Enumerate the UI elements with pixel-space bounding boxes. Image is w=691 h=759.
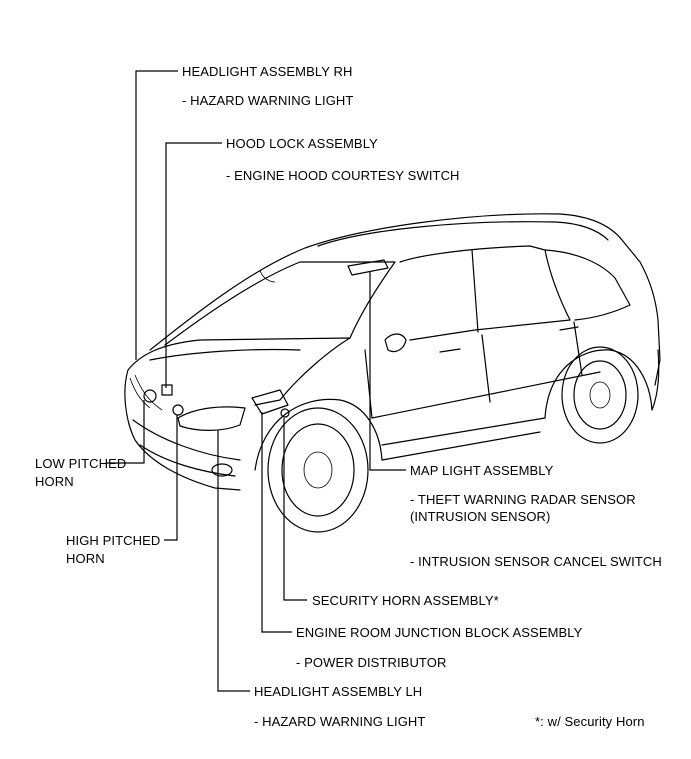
car-body bbox=[124, 213, 661, 533]
headlight-rh-label: HEADLIGHT ASSEMBLY RH bbox=[182, 64, 353, 79]
high-horn-label-1: HIGH PITCHED bbox=[66, 533, 161, 548]
security-horn-shape bbox=[280, 408, 290, 418]
low-horn-label-1: LOW PITCHED bbox=[35, 456, 127, 471]
high-horn-label-2: HORN bbox=[66, 551, 105, 566]
map-light-sub1a-label: - THEFT WARNING RADAR SENSOR bbox=[410, 492, 636, 507]
security-horn-label: SECURITY HORN ASSEMBLY* bbox=[312, 593, 499, 608]
map-light-sub1b-label: (INTRUSION SENSOR) bbox=[410, 509, 551, 524]
map-light-shape bbox=[347, 259, 389, 276]
components bbox=[143, 259, 389, 418]
high-horn-shape bbox=[172, 404, 184, 416]
low-horn-label-2: HORN bbox=[35, 474, 74, 489]
map-light-label: MAP LIGHT ASSEMBLY bbox=[410, 463, 554, 478]
headlight-lh-sub-label: - HAZARD WARNING LIGHT bbox=[254, 714, 426, 729]
leader-lines bbox=[106, 70, 406, 692]
hood-lock-shape bbox=[161, 384, 173, 396]
footnote: *: w/ Security Horn bbox=[535, 714, 645, 729]
junction-block-shape bbox=[251, 389, 289, 415]
low-horn-shape bbox=[143, 389, 157, 403]
map-light-sub2-label: - INTRUSION SENSOR CANCEL SWITCH bbox=[410, 554, 662, 569]
junction-block-label: ENGINE ROOM JUNCTION BLOCK ASSEMBLY bbox=[296, 625, 583, 640]
hood-lock-sub-label: - ENGINE HOOD COURTESY SWITCH bbox=[226, 168, 460, 183]
headlight-lh-label: HEADLIGHT ASSEMBLY LH bbox=[254, 684, 423, 699]
hood-lock-label: HOOD LOCK ASSEMBLY bbox=[226, 136, 378, 151]
junction-block-sub-label: - POWER DISTRIBUTOR bbox=[296, 655, 447, 670]
headlight-rh-sub-label: - HAZARD WARNING LIGHT bbox=[182, 93, 354, 108]
